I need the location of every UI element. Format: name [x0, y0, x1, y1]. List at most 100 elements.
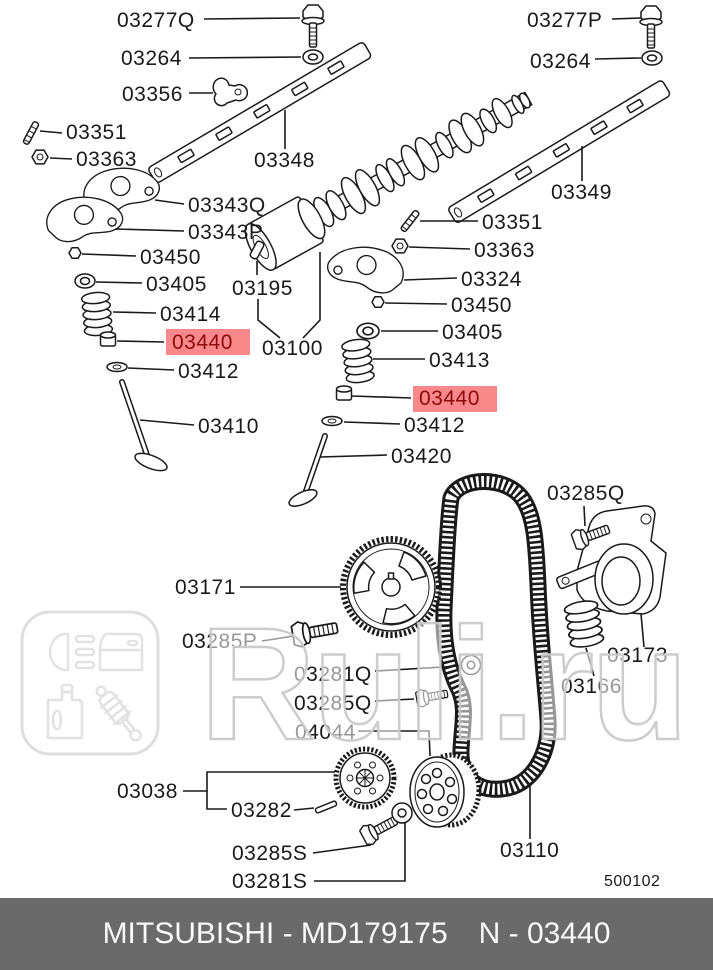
- crankshaft-pulley-04044: [409, 752, 482, 828]
- footer-part-code: N - 03440: [478, 917, 611, 950]
- pin-icon-03195: [249, 240, 265, 260]
- part-label-03413: 03413: [429, 349, 490, 372]
- leader-line-03412-right: [343, 421, 401, 425]
- part-label-03277P: 03277P: [527, 9, 602, 32]
- leader-line-03410: [139, 419, 195, 426]
- spring-seat-03412-left: [106, 361, 128, 373]
- rocker-arm-03324: [324, 242, 407, 296]
- highlight-03440-right: [413, 386, 497, 412]
- part-label-03285Q-mid: 03285Q: [294, 692, 372, 715]
- leader-line-03038: [206, 791, 227, 810]
- leader-line-03285Q-mid: [374, 698, 415, 702]
- valve-03420: [288, 433, 328, 507]
- part-label-03440-right: 03440: [419, 387, 480, 410]
- leader-line-03351-left: [39, 130, 63, 134]
- part-label-03405-right: 03405: [442, 321, 503, 344]
- spring-seat-03412-right: [321, 415, 343, 427]
- part-label-03349: 03349: [551, 181, 612, 204]
- nut-icon-03450-right: [371, 296, 385, 308]
- camshaft: [244, 91, 533, 271]
- leader-line-03343P: [114, 228, 185, 232]
- footer-brand-part: MITSUBISHI - MD179175: [102, 917, 448, 950]
- part-label-03356: 03356: [122, 83, 183, 106]
- part-label-03414: 03414: [160, 303, 221, 326]
- leader-line-03450-right: [384, 302, 448, 305]
- washer-icon-03264-right: [641, 50, 663, 66]
- leader-line-03440-right: [351, 395, 412, 399]
- valve-seal-03440-right: [335, 385, 353, 401]
- part-label-03324: 03324: [461, 268, 522, 291]
- leader-line-03100: [302, 252, 321, 339]
- leader-line-04044: [358, 730, 431, 757]
- leader-line-03285Q-top: [583, 505, 586, 527]
- bolt-icon-03277Q: [301, 4, 325, 48]
- leader-line-03166: [585, 647, 595, 677]
- valve-spring-03414: [80, 290, 114, 338]
- nut-icon-03450-left: [68, 247, 82, 259]
- leader-line-03264-right: [594, 57, 642, 60]
- leader-line-03414: [112, 311, 157, 314]
- part-label-03282: 03282: [231, 799, 292, 822]
- part-label-03450-left: 03450: [140, 246, 201, 269]
- leader-line-03285P: [261, 635, 295, 642]
- leader-line-03277Q: [203, 17, 301, 20]
- part-label-03038: 03038: [117, 780, 178, 803]
- leader-line-03277P: [611, 17, 642, 20]
- part-label-03363-right: 03363: [474, 239, 535, 262]
- leader-line-03285S: [312, 844, 372, 854]
- part-label-03264-left: 03264: [121, 47, 182, 70]
- leader-line-03264-left: [188, 56, 302, 59]
- part-label-03420: 03420: [391, 445, 452, 468]
- part-label-03285P: 03285P: [182, 630, 257, 653]
- bolt-icon-03277P: [639, 5, 663, 49]
- washer-icon-03281Q: [460, 654, 482, 676]
- leader-line-03363-left: [49, 157, 73, 160]
- nut-icon-03363-right: [391, 238, 409, 254]
- part-label-03285Q-top: 03285Q: [547, 482, 625, 505]
- leader-line-03450-left: [81, 253, 137, 257]
- nut-icon-03363-left: [31, 149, 49, 165]
- camshaft-sprocket-03171: [340, 536, 442, 638]
- washer-icon-03264-left: [302, 49, 324, 65]
- leader-line-03324: [403, 277, 458, 281]
- part-label-03166: 03166: [561, 675, 622, 698]
- part-label-03281Q: 03281Q: [294, 663, 372, 686]
- part-label-04044: 04044: [295, 721, 356, 744]
- leader-line-03282: [293, 807, 315, 811]
- footer-bar: MITSUBISHI - MD179175 N - 03440: [0, 898, 713, 970]
- leader-line-03173: [640, 613, 645, 648]
- stud-icon-03351-right: [399, 208, 421, 234]
- part-label-03410: 03410: [198, 415, 259, 438]
- leader-line-03420: [319, 454, 388, 458]
- part-label-03412-left: 03412: [178, 360, 239, 383]
- valve-seal-03440-left: [99, 331, 117, 347]
- part-label-03351-left: 03351: [66, 121, 127, 144]
- leader-line-03038: [183, 771, 335, 792]
- leader-line-03100: [257, 299, 281, 339]
- bolt-icon-03285Q-mid: [414, 684, 450, 709]
- part-label-03351-right: 03351: [482, 211, 543, 234]
- key-icon-03282: [314, 800, 338, 814]
- part-label-03264-right: 03264: [530, 50, 591, 73]
- part-label-03110: 03110: [500, 839, 559, 862]
- bolt-icon-03285P: [289, 614, 341, 649]
- part-label-03171: 03171: [175, 576, 236, 599]
- part-label-diagram-code: 500102: [604, 873, 660, 890]
- part-label-03285S: 03285S: [232, 842, 307, 865]
- part-label-03277Q: 03277Q: [117, 9, 195, 32]
- part-label-03195: 03195: [232, 277, 293, 300]
- labels-layer: 03277Q 03264 03356 03351 03363 03348 03343Q 033…: [39, 9, 667, 893]
- valve-spring-03413: [340, 337, 376, 385]
- timing-belt: [435, 473, 557, 798]
- part-label-03412-right: 03412: [404, 414, 465, 437]
- part-label-03348: 03348: [254, 149, 315, 172]
- leader-line-03440-left: [116, 340, 165, 343]
- part-label-03343Q: 03343Q: [188, 194, 266, 217]
- leader-line-03363-right: [408, 246, 471, 250]
- belt-tensioner-03173: [556, 505, 667, 615]
- leader-line-03281Q: [374, 665, 461, 672]
- part-label-03405-left: 03405: [146, 273, 207, 296]
- leader-line-03412-left: [127, 367, 175, 371]
- parts-diagram: 03277Q 03264 03356 03351 03363 03348 03343Q 033…: [21, 4, 672, 893]
